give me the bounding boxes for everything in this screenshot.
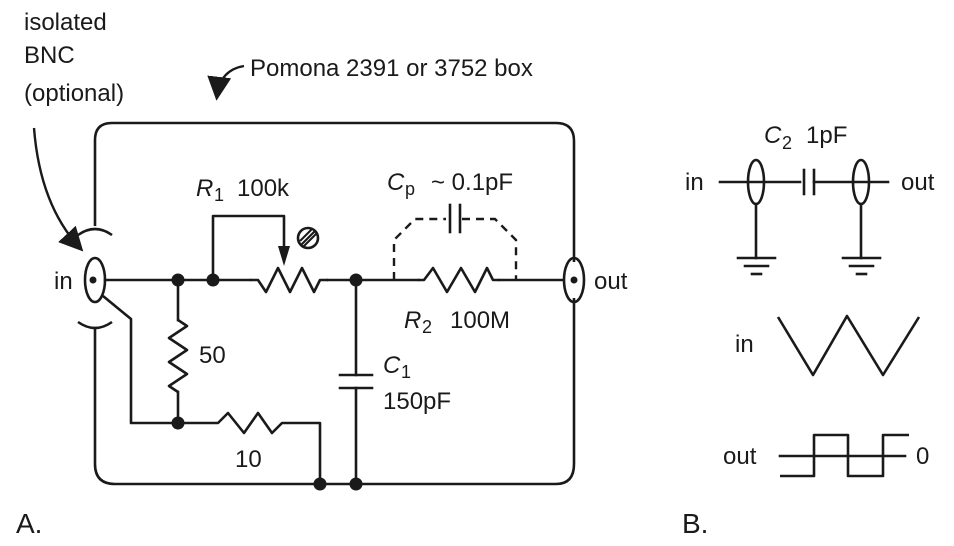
enclosure-box — [93, 121, 576, 486]
r-shunt-50 — [167, 278, 189, 425]
junction-dot — [349, 273, 363, 287]
trimmer-adjust-icon — [296, 226, 320, 250]
r2-label: R 2 100M — [404, 307, 510, 337]
svg-text:2: 2 — [422, 317, 432, 337]
svg-text:1: 1 — [401, 362, 411, 382]
circuit-b-output-label: out — [901, 169, 935, 196]
junction-dot — [171, 273, 185, 287]
box-note-arrow — [207, 64, 245, 101]
r-shunt-label: 50 — [199, 342, 226, 369]
svg-text:R: R — [196, 175, 213, 202]
input-shield-wire — [102, 294, 322, 484]
svg-text:100M: 100M — [450, 307, 510, 334]
junction-dot — [171, 416, 185, 430]
output-square-waveform — [778, 433, 909, 478]
svg-text:R: R — [404, 307, 421, 334]
svg-text:C: C — [387, 169, 405, 196]
r1-resistor — [250, 266, 328, 294]
r2-resistor — [418, 266, 500, 294]
circuit-b-input-label: in — [685, 169, 704, 196]
cp-label: C p ~ 0.1pF — [387, 169, 513, 199]
circuit-b — [718, 158, 890, 276]
zero-label: 0 — [916, 443, 929, 470]
junction-dot — [313, 477, 327, 491]
cp-parasitic-capacitor — [392, 203, 518, 280]
svg-text:C: C — [383, 352, 401, 379]
box-note: Pomona 2391 or 3752 box — [250, 55, 533, 82]
svg-text:2: 2 — [782, 133, 792, 153]
svg-text:1pF: 1pF — [806, 122, 847, 149]
junction-dot — [349, 477, 363, 491]
svg-text:150pF: 150pF — [383, 388, 451, 415]
junction-dot — [206, 273, 220, 287]
r-series-label: 10 — [235, 446, 262, 473]
c1-capacitor — [338, 278, 374, 486]
svg-text:C: C — [764, 122, 782, 149]
svg-text:p: p — [405, 179, 415, 199]
bnc-note-line1: isolated — [24, 9, 107, 36]
panel-b-label: B. — [682, 508, 708, 539]
r1-wiper — [211, 214, 290, 280]
svg-text:~ 0.1pF: ~ 0.1pF — [431, 169, 513, 196]
svg-text:1: 1 — [214, 185, 224, 205]
output-label: out — [594, 268, 628, 295]
panel-a-label: A. — [16, 508, 42, 539]
input-triangle-waveform — [776, 314, 921, 377]
input-bnc-connector — [83, 256, 107, 304]
bnc-note-arrow — [32, 127, 84, 252]
output-bnc-connector — [562, 256, 586, 304]
r1-label: R 1 100k — [196, 175, 290, 205]
svg-text:100k: 100k — [237, 175, 290, 202]
bnc-note-line3: (optional) — [24, 80, 124, 107]
bnc-note-line2: BNC — [24, 42, 75, 69]
input-label: in — [54, 268, 73, 295]
signal-wire — [103, 266, 565, 294]
waveform-input-label: in — [735, 331, 754, 358]
c1-label: C 1 150pF — [383, 352, 451, 415]
c2-label: C 2 1pF — [764, 122, 847, 153]
waveform-output-label: out — [723, 443, 757, 470]
